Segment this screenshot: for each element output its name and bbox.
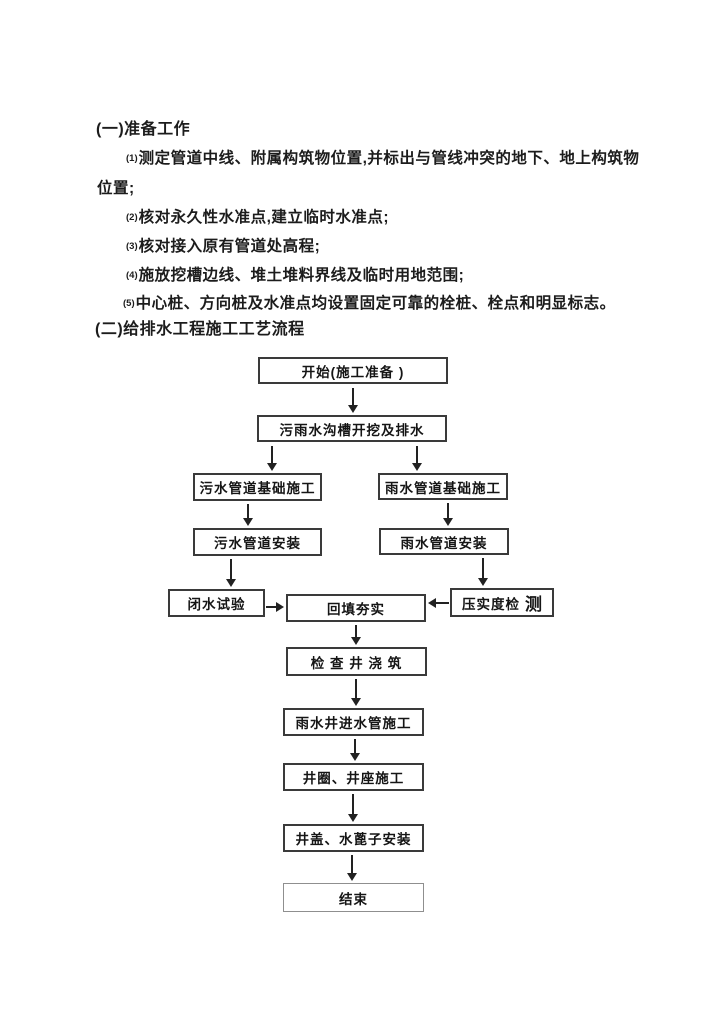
arrow-start-to-trench: [348, 388, 358, 413]
flow-node-rain-pipe-foundation: 雨水管道基础施工: [378, 473, 508, 500]
arrow-inspection-well-to-rain-inlet: [351, 679, 361, 706]
item-3-text: 核对接入原有管道处高程;: [138, 238, 321, 255]
arrow-head-icon: [428, 598, 436, 608]
prep-item-5: (5)中心桩、方向桩及水准点均设置固定可靠的栓桩、栓点和明显标志。: [123, 295, 616, 313]
flow-node-sewage-pipe-foundation: 污水管道基础施工: [193, 473, 322, 501]
arrow-well-cover-to-end: [347, 855, 357, 881]
compaction-test-label-suffix: 测: [525, 595, 542, 614]
arrow-well-ring-to-well-cover: [348, 794, 358, 822]
arrow-shaft: [266, 606, 277, 608]
flow-node-start: 开始(施工准备 ): [258, 357, 448, 384]
arrow-head-icon: [443, 518, 453, 526]
arrow-shaft: [247, 504, 249, 519]
flow-node-well-cover-grate: 井盖、水蓖子安装: [283, 824, 424, 852]
item-3-number: (3): [126, 241, 138, 252]
arrow-shaft: [230, 559, 232, 580]
item-5-text: 中心桩、方向桩及水准点均设置固定可靠的栓桩、栓点和明显标志。: [135, 295, 616, 312]
arrow-head-icon: [478, 578, 488, 586]
prep-item-2: (2)核对永久性水准点,建立临时水准点;: [126, 209, 389, 227]
arrow-shaft: [354, 739, 356, 754]
item-4-number: (4): [126, 270, 138, 281]
arrow-head-icon: [347, 873, 357, 881]
arrow-trench-to-rain-foundation: [412, 446, 422, 471]
prep-item-4: (4)施放挖槽边线、堆土堆料界线及临时用地范围;: [126, 267, 464, 285]
item-2-text: 核对永久性水准点,建立临时水准点;: [138, 209, 390, 226]
section-1-heading: (一)准备工作: [96, 121, 191, 138]
arrow-compaction-test-to-backfill: [428, 598, 449, 608]
item-4-text: 施放挖槽边线、堆土堆料界线及临时用地范围;: [138, 267, 465, 284]
prep-item-1: (1)测定管道中线、附属构筑物位置,并标出与管线冲突的地下、地上构筑物: [126, 150, 639, 168]
arrow-backfill-to-inspection-well: [351, 625, 361, 645]
arrow-rain-foundation-to-install: [443, 503, 453, 526]
arrow-shaft: [271, 446, 273, 464]
item-2-number: (2): [126, 212, 138, 223]
arrow-shaft: [355, 625, 357, 638]
flow-node-water-closure-test: 闭水试验: [168, 589, 265, 617]
arrow-rain-inlet-to-well-ring: [350, 739, 360, 761]
arrow-shaft: [482, 558, 484, 579]
compaction-test-label: 压实度检: [462, 596, 520, 612]
item-5-number: (5): [123, 298, 135, 309]
prep-item-3: (3)核对接入原有管道处高程;: [126, 238, 320, 256]
flow-node-trench-excavation: 污雨水沟槽开挖及排水: [257, 415, 447, 442]
arrow-shaft: [352, 388, 354, 406]
arrow-head-icon: [243, 518, 253, 526]
arrow-trench-to-sewage-foundation: [267, 446, 277, 471]
arrow-sewage-foundation-to-install: [243, 504, 253, 526]
arrow-head-icon: [276, 602, 284, 612]
item-1-text-continued: 位置;: [97, 180, 135, 197]
flow-node-rain-well-inlet-pipe: 雨水井进水管施工: [283, 708, 424, 736]
arrow-head-icon: [226, 579, 236, 587]
arrow-head-icon: [348, 405, 358, 413]
flow-node-inspection-well-pouring: 检 查 井 浇 筑: [286, 647, 427, 676]
flow-node-compaction-test: 压实度检测: [450, 588, 554, 617]
arrow-head-icon: [267, 463, 277, 471]
flow-node-well-ring-seat: 井圈、井座施工: [283, 763, 424, 791]
prep-item-1-continued: 位置;: [97, 180, 135, 198]
arrow-shaft: [416, 446, 418, 464]
arrow-head-icon: [351, 637, 361, 645]
item-1-text: 测定管道中线、附属构筑物位置,并标出与管线冲突的地下、地上构筑物: [138, 150, 640, 167]
flow-node-backfill-compaction: 回填夯实: [286, 594, 426, 622]
arrow-shaft: [351, 855, 353, 874]
arrow-rain-install-to-compaction-test: [478, 558, 488, 586]
arrow-shaft: [435, 602, 449, 604]
arrow-head-icon: [351, 698, 361, 706]
arrow-head-icon: [412, 463, 422, 471]
section-2-heading: (二)给排水工程施工工艺流程: [95, 321, 305, 338]
arrow-shaft: [352, 794, 354, 815]
flow-node-sewage-pipe-install: 污水管道安装: [193, 528, 322, 556]
flow-node-rain-pipe-install: 雨水管道安装: [379, 528, 509, 555]
arrow-head-icon: [348, 814, 358, 822]
arrow-head-icon: [350, 753, 360, 761]
arrow-water-test-to-backfill: [266, 602, 284, 612]
arrow-shaft: [447, 503, 449, 519]
item-1-number: (1): [126, 153, 138, 164]
flow-node-end: 结束: [283, 883, 424, 912]
arrow-sewage-install-to-water-test: [226, 559, 236, 587]
arrow-shaft: [355, 679, 357, 699]
